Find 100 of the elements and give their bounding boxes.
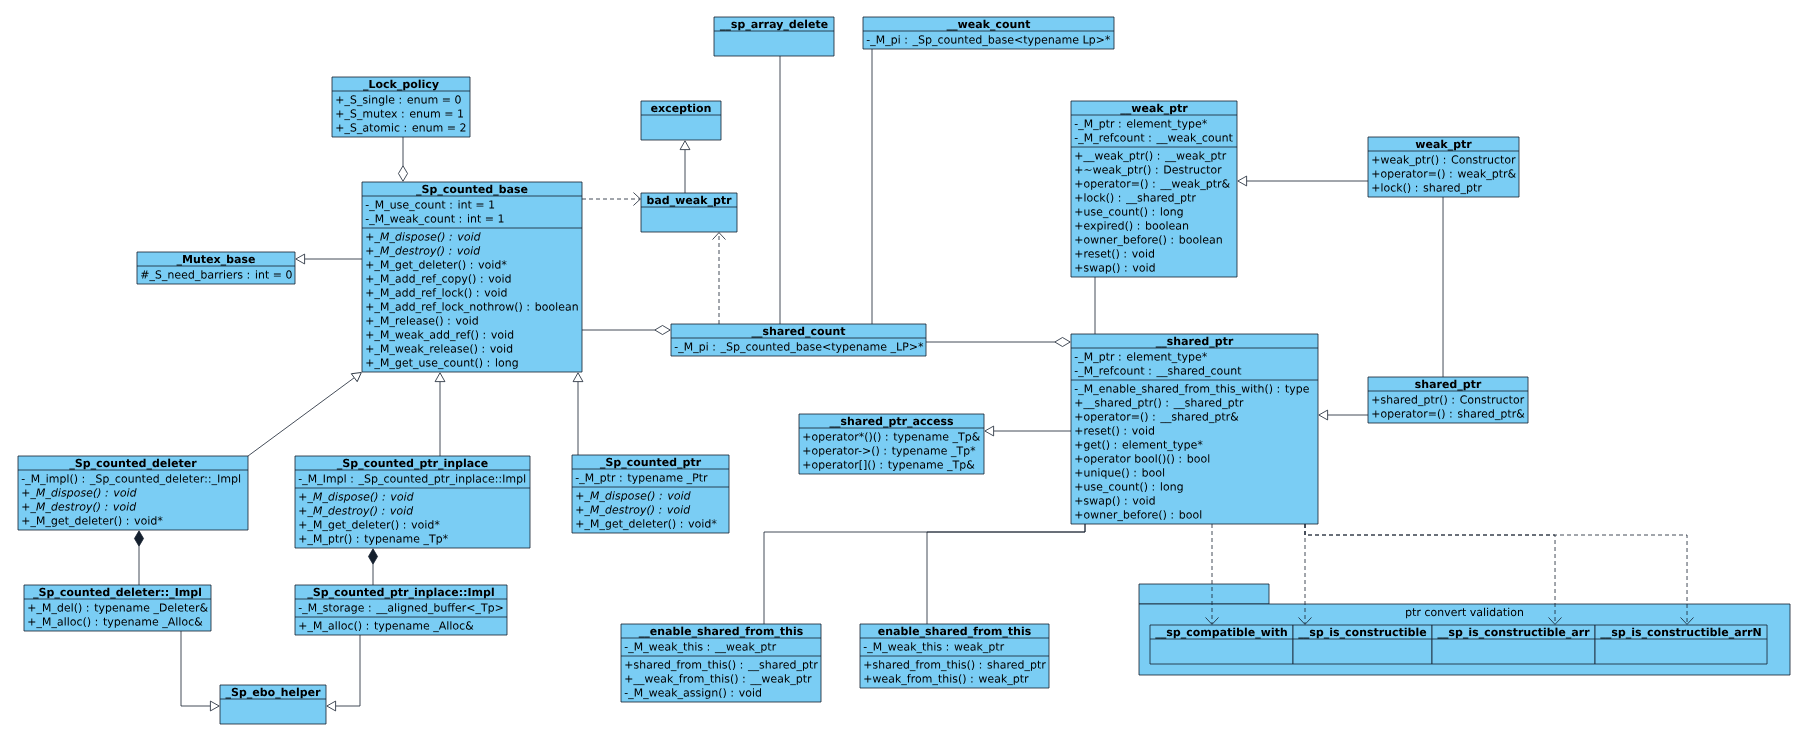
class-box (1070, 333, 1319, 525)
class-member: +_M_ptr() : typename _Tp* (299, 534, 448, 546)
class-member: +_M_dispose() : void (22, 488, 137, 500)
class-member: +reset() : void (1075, 249, 1154, 259)
class-name: _Sp_ebo_helper (225, 687, 321, 699)
class-name: _Sp_counted_deleter (69, 458, 197, 470)
class-name: bad_weak_ptr (647, 195, 732, 207)
class-member: +_M_get_deleter() : void* (576, 519, 717, 531)
class-box (798, 413, 985, 475)
class-member: +_M_weak_release() : void (366, 344, 513, 356)
class-name: weak_ptr (1415, 139, 1472, 151)
class-member: +operator bool()() : bool (1075, 454, 1210, 465)
class-member: +_M_dispose() : void (576, 491, 691, 503)
class-member: +weak_from_this() : weak_ptr (864, 674, 1029, 686)
association-line (1094, 276, 1096, 335)
class-member: +_M_destroy() : void (22, 502, 137, 514)
class-name: __shared_ptr (1155, 336, 1234, 348)
inheritance-arrow (434, 372, 446, 457)
aggregation-line (581, 325, 671, 335)
class-member: +_M_get_deleter() : void* (366, 260, 507, 272)
class-name: __shared_ptr_access (829, 416, 954, 428)
class-name: _Sp_counted_base (416, 184, 528, 196)
class-member: +lock() : shared_ptr (1372, 183, 1482, 195)
class-member: +use_count() : long (1075, 482, 1183, 494)
class-member: +swap() : void (1075, 263, 1155, 274)
class-member: +operator[]() : typename _Tp& (803, 460, 975, 472)
class-member: +owner_before() : bool (1075, 510, 1202, 522)
class-member: -_M_ptr : element_type* (1074, 119, 1207, 131)
aggregation-line (925, 337, 1071, 347)
inheritance-arrow (984, 425, 1072, 437)
class-box (17, 455, 249, 531)
class-name: _Sp_counted_ptr (599, 457, 702, 469)
class-member: +_S_atomic : enum = 2 (336, 123, 466, 135)
class-box (23, 584, 212, 632)
class-name: shared_ptr (1415, 379, 1482, 391)
class-name: _Sp_counted_deleter::_Impl (33, 587, 201, 599)
class-member: -_M_ptr : typename _Ptr (575, 473, 708, 485)
class-member: -_M_use_count : int = 1 (365, 200, 495, 212)
class-box (670, 323, 927, 357)
association-line (926, 523, 1086, 625)
class-member: +operator=() : shared_ptr& (1372, 409, 1525, 421)
class-box (620, 623, 822, 703)
inheritance-arrow (295, 253, 363, 265)
inheritance-arrow (572, 372, 584, 456)
class-name: __sp_compatible_with (1155, 627, 1287, 639)
class-member: +shared_ptr() : Constructor (1372, 395, 1525, 407)
class-member: -_M_impl() : _Sp_counted_deleter::_Impl (21, 474, 241, 486)
class-member: -_M_weak_this : __weak_ptr (624, 642, 777, 654)
class-name: __sp_is_constructible (1298, 627, 1427, 639)
package-name: ptr convert validation (1406, 607, 1523, 619)
class-member: +use_count() : long (1075, 207, 1183, 219)
inheritance-arrow (1318, 409, 1369, 421)
class-box (571, 454, 730, 534)
inheritance-arrow (1237, 175, 1369, 187)
class-member: +shared_from_this() : shared_ptr (864, 660, 1046, 672)
class-member: +shared_from_this() : __shared_ptr (625, 660, 818, 672)
class-member: +_M_alloc() : typename _Alloc& (299, 621, 474, 633)
class-member: -_M_ptr : element_type* (1074, 352, 1207, 364)
class-member: +owner_before() : boolean (1075, 235, 1222, 247)
class-member: -_M_pi : _Sp_counted_base<typename _LP>* (674, 342, 924, 354)
association-line (779, 55, 781, 325)
class-member: +_M_dispose() : void (366, 232, 481, 244)
class-member: +operator->() : typename _Tp* (803, 446, 976, 458)
composition-line (134, 530, 144, 586)
class-name: enable_shared_from_this (878, 626, 1031, 638)
class-member: #_S_need_barriers : int = 0 (141, 270, 292, 282)
class-box (1070, 100, 1238, 278)
inheritance-arrow (247, 372, 362, 457)
class-member: -_M_Impl : _Sp_counted_ptr_inplace::Impl (298, 474, 526, 486)
class-member: +_S_single : enum = 0 (336, 95, 461, 107)
class-member: +_M_release() : void (366, 316, 478, 328)
inheritance-arrow (679, 140, 691, 194)
class-box (294, 584, 508, 636)
class-box (1367, 136, 1520, 198)
aggregation-line (398, 136, 408, 182)
class-member: -_M_storage : __aligned_buffer<_Tp> (298, 603, 503, 615)
class-box (136, 251, 296, 285)
class-box (331, 76, 471, 138)
class-name: __shared_count (751, 326, 846, 338)
association-line (1442, 196, 1444, 378)
class-member: +operator=() : __weak_ptr& (1075, 179, 1230, 191)
class-member: +operator=() : weak_ptr& (1372, 169, 1516, 181)
inheritance-arrow (180, 630, 220, 712)
composition-line (368, 548, 378, 586)
class-member: +weak_ptr() : Constructor (1372, 155, 1516, 167)
association-line (871, 48, 873, 325)
class-member: +_M_weak_add_ref() : void (366, 330, 514, 342)
class-box (640, 192, 738, 233)
class-member: +_M_destroy() : void (576, 505, 691, 517)
class-name: _Sp_counted_ptr_inplace::Impl (307, 587, 494, 599)
class-member: +__shared_ptr() : __shared_ptr (1075, 398, 1244, 410)
class-name: __sp_array_delete (719, 19, 828, 31)
class-member: -_M_weak_count : int = 1 (365, 214, 504, 226)
class-member: +_M_destroy() : void (366, 246, 481, 258)
inheritance-arrow (326, 634, 361, 712)
class-member: +_M_add_ref_lock() : void (366, 288, 507, 300)
class-member: +_M_get_deleter() : void* (22, 516, 163, 528)
class-member: +_S_mutex : enum = 1 (336, 109, 463, 121)
class-box (713, 16, 835, 57)
class-name: __weak_ptr (1120, 103, 1188, 115)
